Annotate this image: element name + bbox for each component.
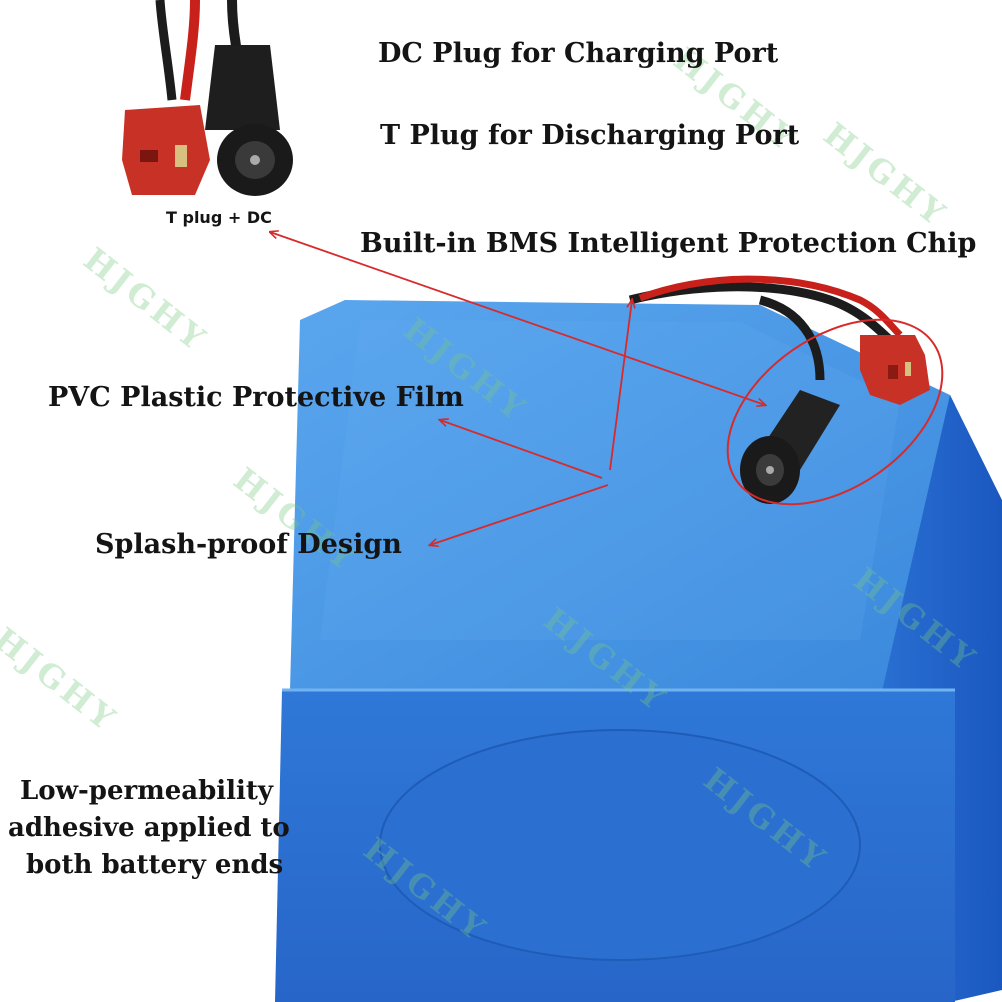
bms-label: Built-in BMS Intelligent Protection Chip [360,228,977,259]
adhesive-label-line-3: both battery ends [26,850,284,880]
dc-barrel-jack-icon [740,390,840,504]
annotation-arrows [270,232,765,545]
t-plug-connector-icon [860,335,930,405]
adhesive-label-line-1: Low-permeability [20,776,274,806]
dc-plug-label: DC Plug for Charging Port [378,38,779,69]
highlight-circle [726,318,944,506]
t-plug-label: T Plug for Discharging Port [380,120,800,151]
connector-pair [122,0,293,196]
t-plug-dc-caption: T plug + DC [166,208,272,227]
splash-proof-label: Splash-proof Design [95,529,402,560]
pvc-film-label: PVC Plastic Protective Film [48,382,464,413]
adhesive-label-line-2: adhesive applied to [8,813,290,843]
